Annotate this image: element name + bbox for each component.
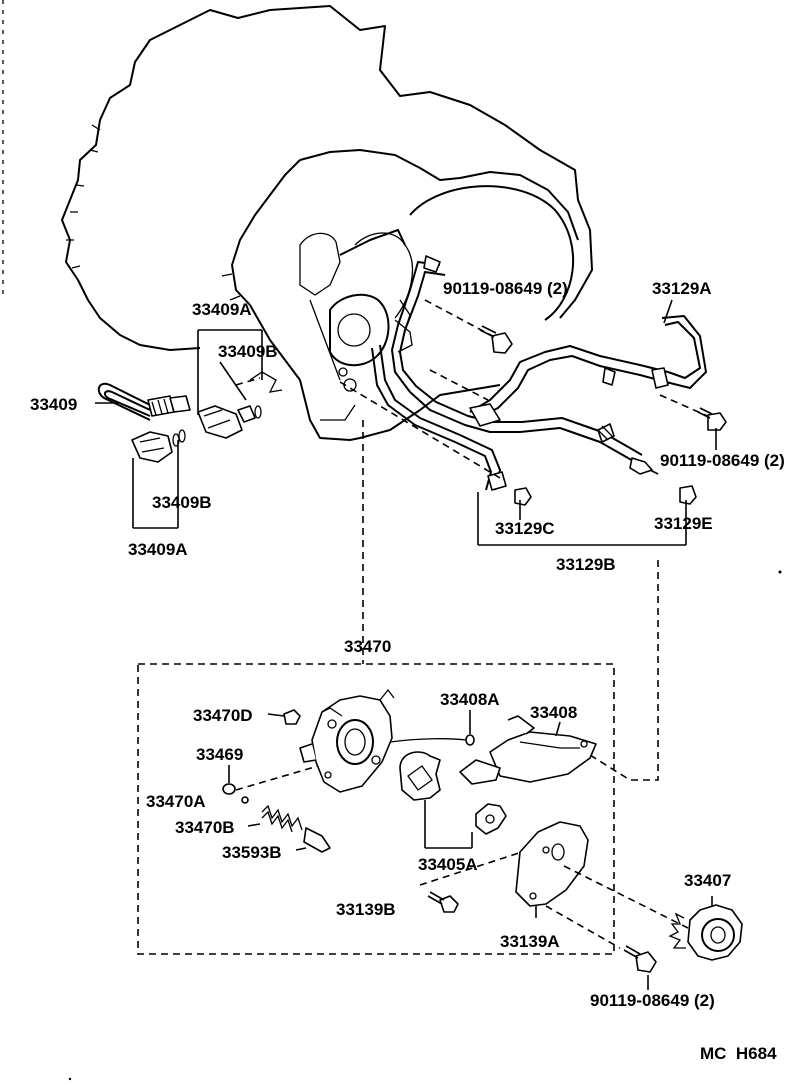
transmission-case: [61, 5, 593, 441]
leader-33408A: [389, 738, 467, 743]
pump-assembly-box: [137, 663, 615, 955]
label-33470A: 33470A: [146, 792, 206, 811]
cooler-hose-33409: [97, 382, 191, 421]
clamp-33129E: [679, 485, 697, 505]
label-33129E: 33129E: [654, 514, 713, 533]
label-90119-bottom: 90119-08649 (2): [590, 991, 715, 1010]
diagram-code: MC H684: [700, 1044, 777, 1063]
stray-dot: [778, 570, 782, 574]
label-33408: 33408: [530, 703, 577, 722]
leader-33408: [589, 560, 659, 781]
leader-bolt-top: [424, 299, 501, 341]
label-33405A: 33405A: [418, 855, 478, 874]
clamp-33129C: [514, 487, 532, 506]
label-33139A: 33139A: [500, 932, 560, 951]
leader-33470B: [247, 823, 261, 827]
label-33408A: 33408A: [440, 690, 500, 709]
bracket-33405A: [424, 800, 473, 849]
label-33407: 33407: [684, 871, 731, 890]
leader-bolt-bottom: [545, 905, 621, 949]
label-33409A-top: 33409A: [192, 300, 252, 319]
label-33470D: 33470D: [193, 706, 253, 725]
leader-33470D: [267, 713, 285, 717]
pump-cover-33408: [459, 715, 597, 785]
leader-33129C: [339, 381, 501, 479]
stray-dot-2: [68, 1077, 72, 1081]
leader-33139B: [419, 851, 523, 886]
leader-33407-cover: [563, 865, 689, 929]
ring-33470A: [241, 796, 249, 804]
label-90119-top: 90119-08649 (2): [443, 279, 568, 298]
ring-33408A: [465, 734, 475, 746]
label-33469: 33469: [196, 745, 243, 764]
leader-bolt-mid: [659, 394, 713, 419]
cover-plate-33139A: [515, 821, 589, 907]
pin-33593B: [303, 827, 331, 853]
leader-33593B: [295, 847, 307, 851]
leader-33409B-top: [219, 361, 247, 401]
union-33409A-top: [197, 405, 262, 439]
label-90119-mid: 90119-08649 (2): [660, 451, 785, 470]
bracket-33409A-top: [197, 329, 263, 415]
label-33409A-bottom: 33409A: [128, 540, 188, 559]
pump-driven-gear: [475, 803, 507, 835]
label-33129B: 33129B: [556, 555, 616, 574]
leader-33408: [555, 721, 561, 737]
bolt-90119-top: [479, 325, 513, 354]
spring-33470B: [261, 804, 303, 833]
label-33409B-bottom: 33409B: [152, 493, 212, 512]
union-33409A-bottom: [131, 429, 186, 463]
leader-33129A: [663, 299, 673, 324]
bolt-90119-bottom: [623, 945, 657, 973]
label-33593B: 33593B: [222, 843, 282, 862]
driven-gear-33407: [668, 904, 743, 961]
ball-33469: [222, 783, 236, 795]
leader-union-top: [235, 377, 261, 386]
label-33409B-top: 33409B: [218, 342, 278, 361]
pump-body: [299, 688, 395, 793]
label-33129C: 33129C: [495, 519, 555, 538]
label-33470: 33470: [344, 637, 391, 656]
pump-drive-gear: [399, 751, 441, 801]
leader-33469: [235, 765, 319, 791]
label-33129A: 33129A: [652, 279, 712, 298]
plug-33470D: [283, 709, 301, 725]
oil-cooler-pipes: [371, 255, 707, 491]
leader-pipe: [429, 369, 489, 401]
bolt-33139B: [427, 891, 459, 913]
bracket-33129B: [477, 492, 687, 546]
label-33409: 33409: [30, 395, 77, 414]
label-33139B: 33139B: [336, 900, 396, 919]
bracket-33409A-bottom: [132, 440, 179, 529]
bolt-90119-mid: [697, 407, 727, 431]
label-33470B: 33470B: [175, 818, 235, 837]
